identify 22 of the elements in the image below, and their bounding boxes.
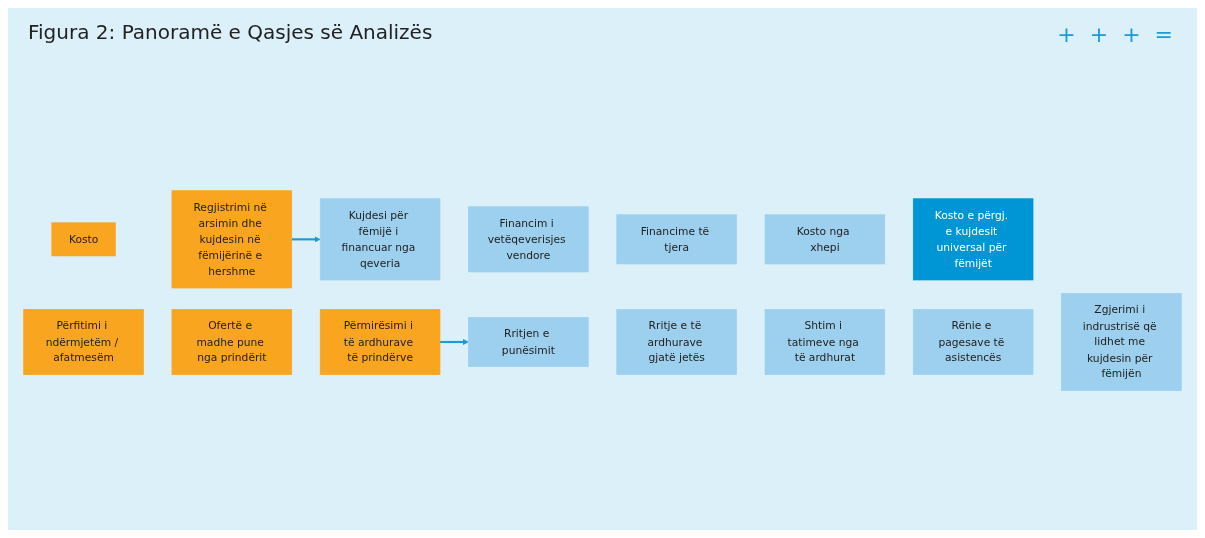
node-box: Kujdesi për fëmijë i financuar nga qeveria [319, 198, 441, 281]
node-box: Përfitimi i ndërmjetëm / afatmesëm [23, 308, 144, 375]
operator-sign: + [1122, 22, 1141, 47]
node-box: Shtim i tatimeve nga të ardhurat [764, 308, 886, 375]
node-box: Përmirësimi i të ardhurave të prindërve [319, 308, 441, 375]
node-box: Kosto e përgj. e kujdesit universal për fëmijët [912, 198, 1034, 281]
operator-sign: + [1057, 22, 1076, 47]
node-box: Zgjerimi i indrustrisë që lidhet me kujdesin për fëmijën [1061, 292, 1182, 391]
arrow [440, 338, 469, 345]
node-box: Financim i vetëqeverisjes vendore [468, 206, 589, 273]
node-box: Ofertë e madhe pune nga prindërit [171, 308, 293, 375]
node-box: Financime të tjera [616, 214, 737, 265]
node-box: Rritjen e punësimit [468, 316, 589, 367]
diagram-title: Figura 2: Panoramë e Qasjes së Analizës [28, 20, 433, 44]
operator-sign: = [1154, 22, 1173, 47]
node-box: Rënie e pagesave të asistencës [912, 308, 1034, 375]
node-box: Regjistrimi në arsimin dhe kujdesin në fëmijërinë e hershme [171, 190, 293, 289]
node-box: Rritje e të ardhurave gjatë jetës [616, 308, 737, 375]
node-box: Kosto [51, 222, 116, 257]
operator-sign: + [1089, 22, 1109, 47]
arrow [291, 236, 321, 243]
node-box: Kosto nga xhepi [764, 214, 886, 265]
